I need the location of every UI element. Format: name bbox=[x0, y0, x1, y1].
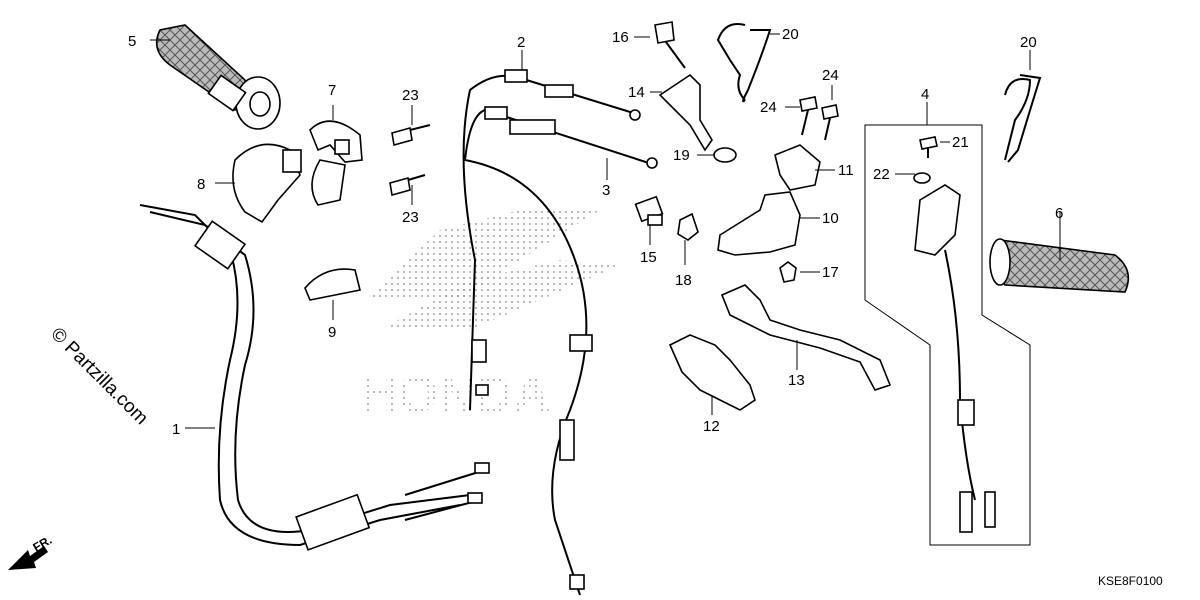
callout-10: 10 bbox=[822, 210, 839, 227]
part-15-adjuster bbox=[634, 195, 664, 226]
callout-15: 15 bbox=[640, 249, 657, 266]
callout-6: 6 bbox=[1055, 205, 1063, 222]
part-23-bolts bbox=[389, 124, 431, 197]
callout-19: 19 bbox=[673, 147, 690, 164]
part-2-cable bbox=[462, 69, 641, 411]
callout-7: 7 bbox=[328, 82, 336, 99]
part-20-band-center bbox=[716, 23, 772, 103]
callout-20-right: 20 bbox=[1020, 34, 1037, 51]
part-16-bolt bbox=[654, 21, 686, 69]
part-21-screw bbox=[919, 136, 938, 158]
part-4-switch-assembly bbox=[864, 124, 1031, 546]
callouts: 1 2 3 4 5 6 7 8 9 10 11 12 13 14 15 16 1… bbox=[128, 26, 1063, 438]
part-17-nut bbox=[779, 261, 797, 283]
callout-23-top: 23 bbox=[402, 87, 419, 104]
part-11-clamp bbox=[774, 144, 821, 191]
copyright-watermark: © Partzilla.com bbox=[46, 324, 151, 429]
diagram-code: KSE8F0100 bbox=[1098, 574, 1163, 588]
callout-24-right: 24 bbox=[822, 67, 839, 84]
part-8-housing-lower bbox=[232, 143, 302, 224]
callout-5: 5 bbox=[128, 33, 136, 50]
callout-23-bottom: 23 bbox=[402, 209, 419, 226]
leader-lines bbox=[150, 33, 1061, 429]
callout-2: 2 bbox=[517, 34, 525, 51]
callout-3: 3 bbox=[602, 182, 610, 199]
part-9-cover bbox=[304, 268, 361, 301]
callout-13: 13 bbox=[788, 372, 805, 389]
callout-1: 1 bbox=[172, 421, 180, 438]
part-20-band-right bbox=[1004, 74, 1042, 163]
callout-8: 8 bbox=[197, 176, 205, 193]
part-13-lever bbox=[720, 284, 892, 391]
part-3-cable bbox=[463, 106, 658, 596]
part-1-throttle-cables bbox=[139, 204, 490, 551]
part-7-housing-upper bbox=[309, 120, 363, 206]
callout-21: 21 bbox=[952, 134, 969, 151]
front-arrow-marker: FR. bbox=[8, 533, 54, 570]
callout-18: 18 bbox=[675, 272, 692, 289]
front-marker-label: FR. bbox=[31, 533, 55, 555]
brand-watermark: HONDA bbox=[360, 366, 551, 424]
callout-24-left: 24 bbox=[760, 99, 777, 116]
callout-22: 22 bbox=[873, 166, 890, 183]
part-10-holder bbox=[717, 191, 801, 256]
callout-20-center: 20 bbox=[782, 26, 799, 43]
callout-16: 16 bbox=[612, 29, 629, 46]
callout-9: 9 bbox=[328, 324, 336, 341]
part-6-left-grip bbox=[989, 238, 1130, 293]
brand-logo-watermark: HONDA bbox=[360, 210, 620, 424]
callout-12: 12 bbox=[703, 418, 720, 435]
part-19-washer bbox=[713, 147, 737, 163]
part-22-washer bbox=[913, 172, 931, 184]
callout-14: 14 bbox=[628, 84, 645, 101]
part-12-hotstart-lever bbox=[668, 334, 756, 411]
callout-4: 4 bbox=[921, 86, 929, 103]
callout-17: 17 bbox=[822, 264, 839, 281]
callout-11: 11 bbox=[838, 162, 854, 179]
part-5-throttle-grip bbox=[155, 24, 281, 130]
part-14-bracket bbox=[658, 73, 713, 152]
part-24-bolts bbox=[799, 96, 839, 141]
part-18-nut bbox=[677, 212, 699, 241]
